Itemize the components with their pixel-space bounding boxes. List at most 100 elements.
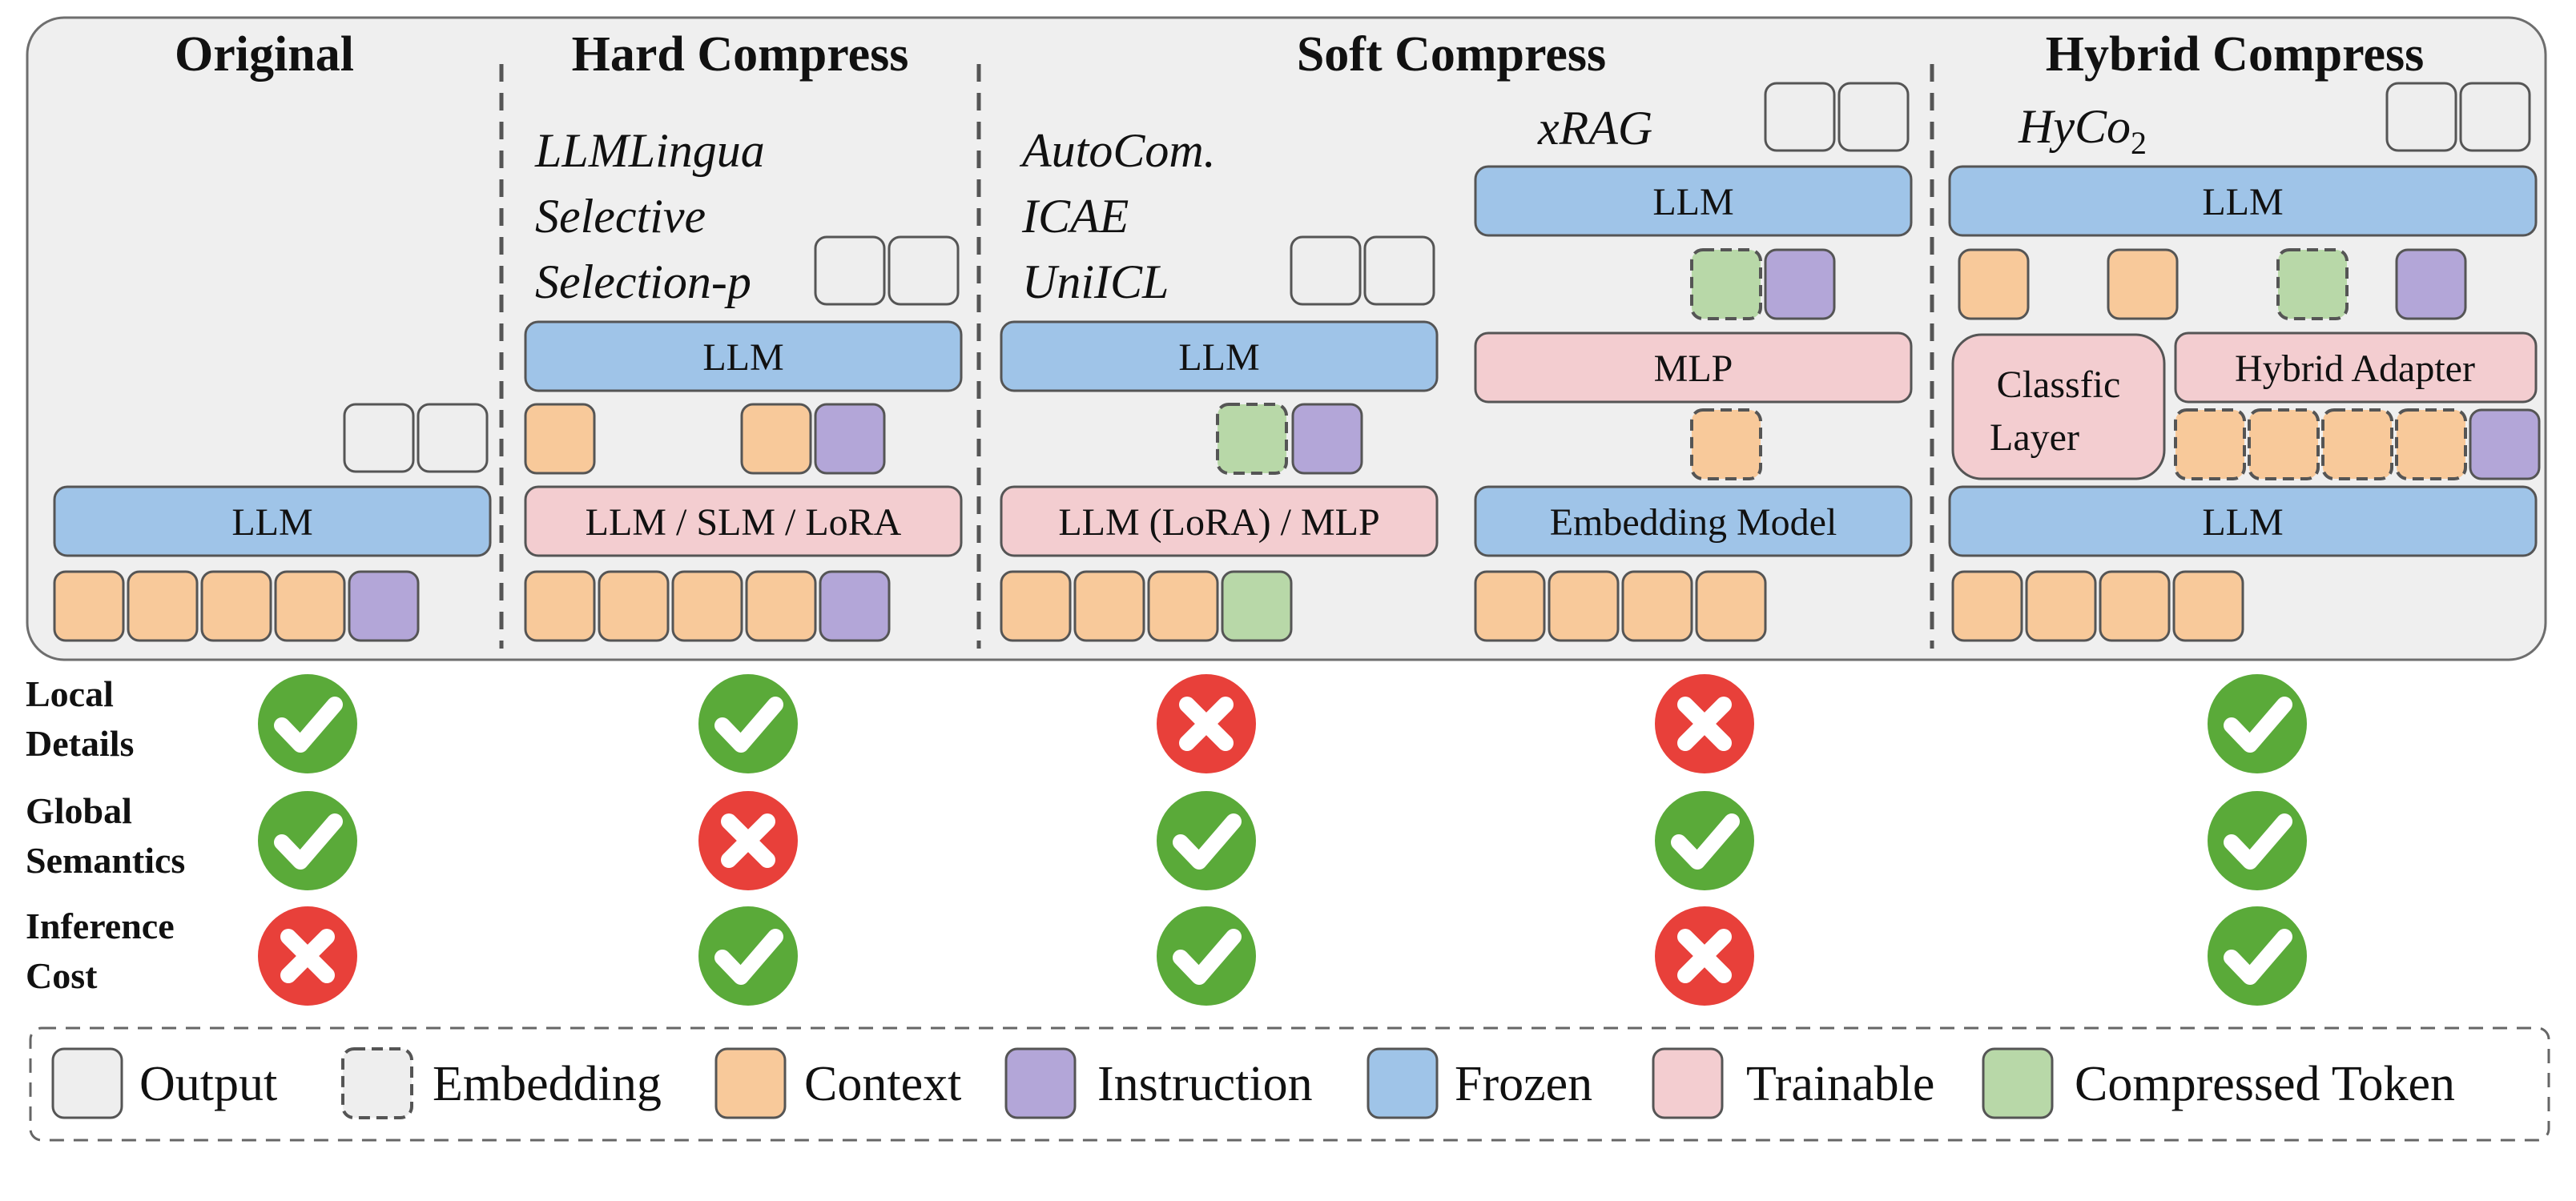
- block-label: MLP: [1654, 347, 1733, 390]
- criterion-label: Cost: [26, 955, 98, 996]
- frozen-llm-block: [1948, 165, 2538, 237]
- cross-icon: [1655, 674, 1754, 773]
- legend-swatch-output: [51, 1047, 123, 1119]
- method-llmlingua: LLMLingua: [534, 124, 765, 177]
- context-token: [1000, 570, 1072, 642]
- cross-icon: [698, 791, 798, 890]
- legend-swatch-trainable: [1652, 1047, 1724, 1119]
- context-token: [524, 403, 596, 475]
- context-token: [598, 570, 670, 642]
- context-embedding-token: [2174, 408, 2246, 480]
- context-token: [2099, 570, 2171, 642]
- context-token: [274, 570, 346, 642]
- criterion-label: Local: [26, 673, 114, 714]
- frozen-llm-block: [1000, 320, 1439, 392]
- compressed-token: [1221, 570, 1293, 642]
- output-token: [1290, 235, 1362, 306]
- output-token: [343, 403, 415, 473]
- output-token: [888, 235, 960, 306]
- check-icon: [2208, 791, 2307, 890]
- output-token: [1764, 82, 1836, 152]
- frozen-llm-block: [1948, 485, 2538, 557]
- context-token: [524, 570, 596, 642]
- legend-label-compressed-token: Compressed Token: [2075, 1057, 2455, 1111]
- method-icae: ICAE: [1021, 190, 1129, 243]
- method-hyco2: HyCo2: [2018, 100, 2147, 161]
- output-token: [814, 235, 886, 306]
- check-icon: [2208, 906, 2307, 1006]
- criterion-label: Semantics: [26, 840, 185, 881]
- cross-icon: [1655, 906, 1754, 1006]
- context-token: [671, 570, 743, 642]
- method-selective: Selective: [535, 190, 706, 243]
- block-label: LLM: [1652, 181, 1733, 223]
- block-label: LLM: [1178, 336, 1259, 379]
- hyco-base: HyCo: [2018, 100, 2131, 153]
- block-label: LLM: [702, 336, 783, 379]
- check-icon: [258, 791, 357, 890]
- context-embedding-token: [2395, 408, 2467, 480]
- context-token: [2107, 248, 2179, 320]
- method-xrag: xRAG: [1537, 102, 1652, 155]
- legend-swatch-frozen: [1366, 1047, 1439, 1119]
- legend-swatch-context: [714, 1047, 787, 1119]
- output-token: [1837, 82, 1910, 152]
- trainable-mlp-block: [1474, 331, 1913, 404]
- frozen-llm-block: [1474, 165, 1913, 237]
- criteria-status-marks: [258, 674, 2307, 1006]
- context-token: [745, 570, 817, 642]
- legend-swatch-instruction: [1004, 1047, 1077, 1119]
- output-token: [2385, 82, 2457, 152]
- frozen-llm-block: [524, 320, 963, 392]
- output-token: [417, 403, 489, 473]
- frozen-llm-block: [53, 485, 492, 557]
- context-token: [2172, 570, 2244, 642]
- legend-box: [29, 1026, 2550, 1142]
- block-label: Embedding Model: [1550, 501, 1837, 544]
- context-embedding-token: [1690, 408, 1762, 480]
- title-hard-compress: Hard Compress: [572, 27, 909, 82]
- legend-label-frozen: Frozen: [1455, 1057, 1592, 1111]
- criterion-label: Details: [26, 723, 134, 764]
- frozen-embedding-model-block: [1474, 485, 1913, 557]
- compressed-embedding-token: [2276, 248, 2349, 320]
- instruction-token: [2469, 408, 2541, 480]
- context-token: [127, 570, 199, 642]
- instruction-token: [1764, 248, 1836, 320]
- legend-label-trainable: Trainable: [1746, 1057, 1934, 1111]
- legend-label-output: Output: [139, 1057, 277, 1111]
- context-embedding-token: [2248, 408, 2320, 480]
- instruction-token: [2395, 248, 2467, 320]
- instruction-token: [814, 403, 886, 475]
- criteria-labels: Local Details Global Semantics Inference…: [26, 673, 185, 996]
- criterion-label: Global: [26, 790, 132, 831]
- context-token: [53, 570, 125, 642]
- column-original: LLM: [53, 403, 492, 642]
- title-original: Original: [175, 27, 354, 82]
- instruction-token: [348, 570, 420, 642]
- output-token: [2459, 82, 2531, 152]
- method-uniicl: UniICL: [1022, 255, 1169, 308]
- check-icon: [2208, 674, 2307, 773]
- legend-swatch-embedding: [341, 1047, 413, 1119]
- trainable-compressor-block: [1000, 485, 1439, 557]
- instruction-token: [1291, 403, 1363, 475]
- compressed-embedding-token: [1216, 403, 1288, 475]
- trainable-classification-layer: [1951, 333, 2166, 480]
- block-label: LLM: [2202, 501, 2283, 544]
- legend: Output Embedding Context Instruction Fro…: [51, 1047, 2455, 1119]
- column-hard-compress: LLMLingua Selective Selection-p LLM LLM …: [524, 124, 963, 642]
- context-token: [1695, 570, 1767, 642]
- criterion-label: Inference: [26, 906, 175, 946]
- hyco-subscript: 2: [2131, 125, 2147, 161]
- column-xrag: xRAG LLM MLP Embedding Model: [1474, 82, 1913, 642]
- block-label: Classfic: [1997, 364, 2121, 406]
- context-token: [200, 570, 272, 642]
- method-autocom: AutoCom.: [1019, 124, 1216, 177]
- legend-swatch-compressed-token: [1982, 1047, 2054, 1119]
- context-token: [1951, 570, 2023, 642]
- title-hybrid-compress: Hybrid Compress: [2046, 27, 2425, 82]
- check-icon: [1157, 791, 1256, 890]
- context-token: [1147, 570, 1219, 642]
- context-token: [1958, 248, 2030, 320]
